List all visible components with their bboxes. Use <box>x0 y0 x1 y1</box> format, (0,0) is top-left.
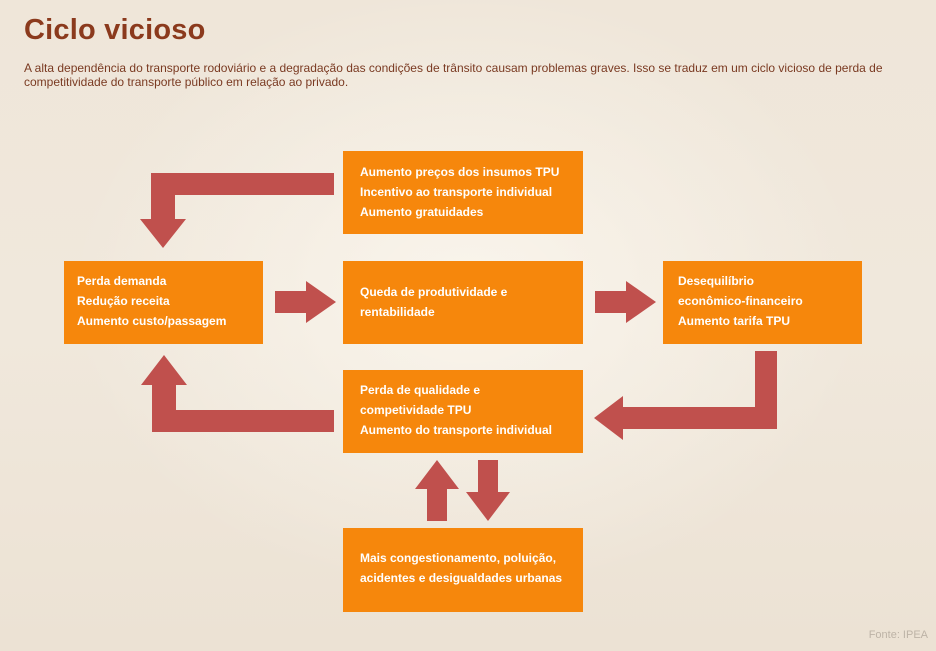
arrow-middle-to-bottom <box>466 460 510 521</box>
box-line: Desequilíbrio <box>678 274 755 288</box>
box-line: Perda de qualidade e <box>360 383 481 397</box>
box-line: Aumento do transporte individual <box>360 423 553 437</box>
arrow-right-to-middle <box>594 351 777 440</box>
box-line: Aumento gratuidades <box>360 205 484 219</box>
box-congestion: Mais congestionamento, poluição, acident… <box>343 528 583 612</box>
box-productivity-drop: Queda de produtividade e rentabilidade <box>343 261 583 344</box>
box-line: Redução receita <box>77 294 170 308</box>
box-quality-loss: Perda de qualidade e competividade TPU A… <box>343 370 583 453</box>
arrow-middle-to-left <box>141 355 334 432</box>
arrow-left-to-center <box>275 281 336 323</box>
box-line: competividade TPU <box>360 403 472 417</box>
page-subtitle: A alta dependência do transporte rodoviá… <box>24 61 883 89</box>
box-line: acidentes e desigualdades urbanas <box>360 571 563 585</box>
arrow-bottom-to-middle <box>415 460 459 521</box>
page-title: Ciclo vicioso <box>24 14 206 46</box>
box-input-costs: Aumento preços dos insumos TPU Incentivo… <box>343 151 583 234</box>
arrow-center-to-right <box>595 281 656 323</box>
box-line: Mais congestionamento, poluição, <box>360 551 557 565</box>
box-line: econômico-financeiro <box>678 294 803 308</box>
box-financial-imbalance: Desequilíbrio econômico-financeiro Aumen… <box>663 261 862 344</box>
arrow-top-to-left <box>140 173 334 248</box>
box-line: Queda de produtividade e <box>360 285 508 299</box>
box-line: Aumento preços dos insumos TPU <box>360 165 560 179</box>
box-line: Incentivo ao transporte individual <box>360 185 553 199</box>
source-credit: Fonte: IPEA <box>868 629 928 641</box>
box-line: rentabilidade <box>360 305 435 319</box>
box-line: Perda demanda <box>77 274 167 288</box>
box-demand-loss: Perda demanda Redução receita Aumento cu… <box>64 261 263 344</box>
box-line: Aumento tarifa TPU <box>678 314 791 328</box>
box-line: Aumento custo/passagem <box>77 314 227 328</box>
